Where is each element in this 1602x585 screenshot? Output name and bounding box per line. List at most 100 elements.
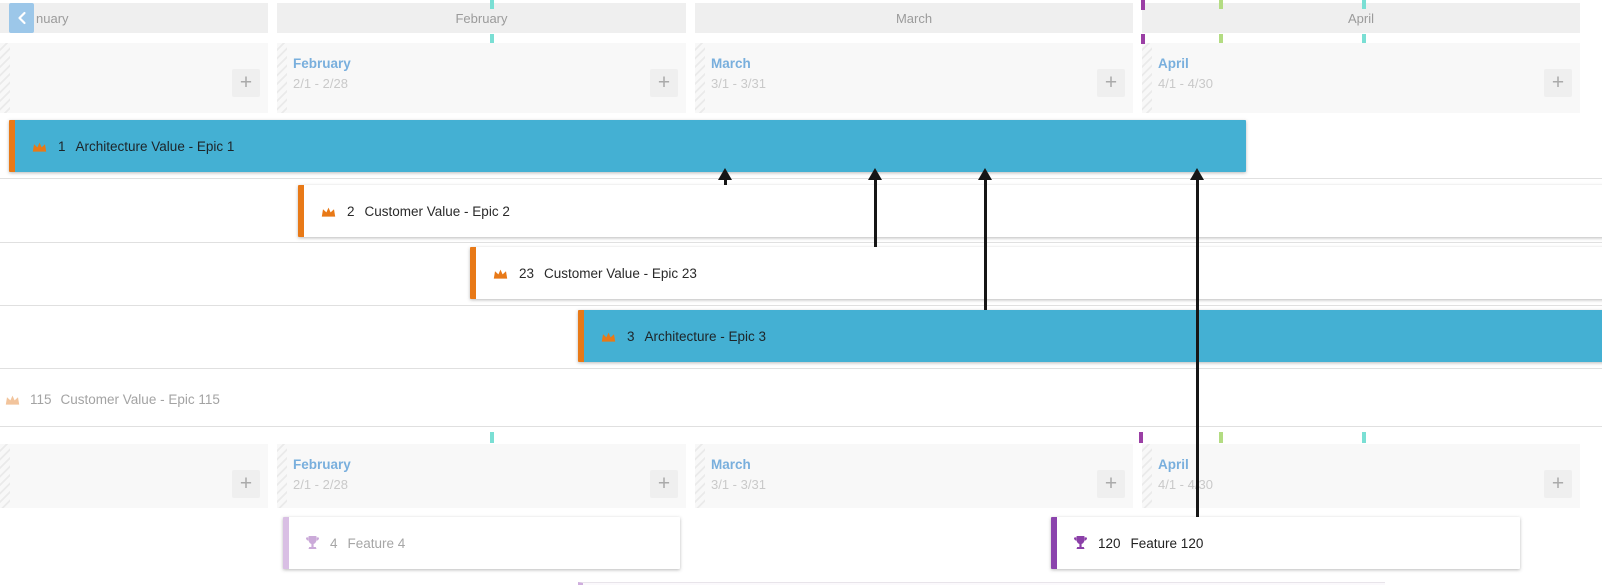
add-item-button[interactable]: + (650, 69, 678, 97)
iteration-header-cell: February 2/1 - 2/28 + (277, 444, 686, 508)
milestone-tick-green (1219, 34, 1223, 43)
iteration-date-range: 3/1 - 3/31 (711, 76, 766, 91)
epic-card[interactable]: 23 Customer Value - Epic 23 (470, 247, 1602, 299)
iteration-date-range: 2/1 - 2/28 (293, 477, 348, 492)
nonworking-hatch (1142, 43, 1152, 113)
milestone-tick-purple (1141, 34, 1145, 44)
add-item-button[interactable]: + (650, 470, 678, 498)
milestone-tick-purple (1141, 0, 1145, 10)
crown-icon (600, 329, 617, 344)
work-item-id: 1 (58, 138, 66, 154)
add-item-button[interactable]: + (1544, 69, 1572, 97)
month-band-label: February (455, 10, 508, 26)
milestone-tick-purple (1139, 432, 1143, 443)
add-item-button[interactable]: + (232, 470, 260, 498)
iteration-month-label: February (293, 56, 351, 71)
month-band-cell: April (1142, 3, 1580, 33)
iteration-header-cell: April 4/1 - 4/30 + (1142, 444, 1580, 508)
partial-card-below-fold (578, 582, 1385, 585)
chevron-left-icon (17, 11, 26, 25)
row-separator (0, 426, 1602, 427)
add-item-button[interactable]: + (1544, 470, 1572, 498)
work-item-title: Feature 4 (347, 535, 406, 551)
iteration-header-cell: + (0, 43, 268, 113)
month-band-cell: February (277, 3, 686, 33)
month-band-cell: March (695, 3, 1133, 33)
work-item-id: 4 (330, 535, 338, 551)
work-item-title: Customer Value - Epic 23 (544, 265, 697, 281)
nonworking-hatch (695, 444, 705, 508)
scroll-left-button[interactable] (9, 3, 34, 33)
dependency-arrowhead-up (1190, 168, 1204, 180)
dependency-line (723, 177, 727, 185)
crown-icon (320, 204, 337, 219)
dependency-line (983, 177, 987, 310)
nonworking-hatch (1142, 444, 1152, 508)
crown-icon (4, 392, 21, 407)
iteration-month-label: April (1158, 56, 1189, 71)
milestone-tick-teal (490, 34, 494, 43)
iteration-month-label: February (293, 457, 351, 472)
milestone-tick-green (1219, 432, 1223, 443)
milestone-tick-teal (1362, 34, 1366, 43)
work-item-id: 2 (347, 203, 355, 219)
work-item-id: 120 (1098, 535, 1121, 551)
row-separator (0, 368, 1602, 369)
month-band-label: April (1347, 10, 1374, 26)
work-item-title: Architecture Value - Epic 1 (75, 138, 235, 154)
iteration-month-label: March (711, 56, 751, 71)
work-item-id: 3 (627, 328, 635, 344)
dependency-line (1195, 177, 1199, 517)
iteration-header-cell: March 3/1 - 3/31 + (695, 444, 1133, 508)
dependency-line (873, 177, 877, 247)
iteration-header-cell: + (0, 444, 268, 508)
iteration-date-range: 4/1 - 4/30 (1158, 76, 1213, 91)
row-separator (0, 178, 1602, 179)
work-item-title: Feature 120 (1130, 535, 1204, 551)
feature-card[interactable]: 4 Feature 4 (283, 517, 680, 569)
add-item-button[interactable]: + (1097, 470, 1125, 498)
iteration-date-range: 2/1 - 2/28 (293, 76, 348, 91)
dependency-arrowhead-up (868, 168, 882, 180)
month-band-cell: nuary (0, 3, 268, 33)
iteration-month-label: March (711, 457, 751, 472)
work-item-id: 23 (519, 265, 535, 281)
add-item-button[interactable]: + (232, 69, 260, 97)
month-band-label: nuary (36, 10, 69, 26)
nonworking-hatch (277, 444, 287, 508)
trophy-icon (305, 535, 320, 551)
add-item-button[interactable]: + (1097, 69, 1125, 97)
crown-icon (492, 266, 509, 281)
dependency-arrowhead-up (718, 168, 732, 180)
work-item-title: Architecture - Epic 3 (644, 328, 767, 344)
milestone-tick-teal (490, 432, 494, 443)
row-separator (0, 305, 1602, 306)
epic-card[interactable]: 3 Architecture - Epic 3 (578, 310, 1602, 362)
nonworking-hatch (277, 43, 287, 113)
work-item-title: Customer Value - Epic 2 (364, 203, 510, 219)
trophy-icon (1073, 535, 1088, 551)
work-item-title: Customer Value - Epic 115 (60, 391, 220, 407)
iteration-header-cell: March 3/1 - 3/31 + (695, 43, 1133, 113)
epic-card[interactable]: 1 Architecture Value - Epic 1 (9, 120, 1246, 172)
iteration-header-cell: April 4/1 - 4/30 + (1142, 43, 1580, 113)
work-item-id: 115 (30, 391, 52, 407)
nonworking-hatch (0, 43, 10, 113)
dependency-arrowhead-up (978, 168, 992, 180)
iteration-date-range: 3/1 - 3/31 (711, 477, 766, 492)
feature-card[interactable]: 120 Feature 120 (1051, 517, 1520, 569)
epic-card[interactable]: 2 Customer Value - Epic 2 (298, 185, 1602, 237)
iteration-date-range: 4/1 - 4/30 (1158, 477, 1213, 492)
row-separator (0, 242, 1602, 243)
iteration-header-cell: February 2/1 - 2/28 + (277, 43, 686, 113)
month-band-label: March (895, 10, 933, 26)
iteration-month-label: April (1158, 457, 1189, 472)
milestone-tick-teal (490, 0, 494, 9)
milestone-tick-green (1219, 0, 1223, 9)
epic-row-out-of-range[interactable]: 115 Customer Value - Epic 115 (4, 373, 220, 425)
crown-icon (31, 139, 48, 154)
milestone-tick-teal (1362, 0, 1366, 9)
nonworking-hatch (695, 43, 705, 113)
nonworking-hatch (0, 444, 10, 508)
